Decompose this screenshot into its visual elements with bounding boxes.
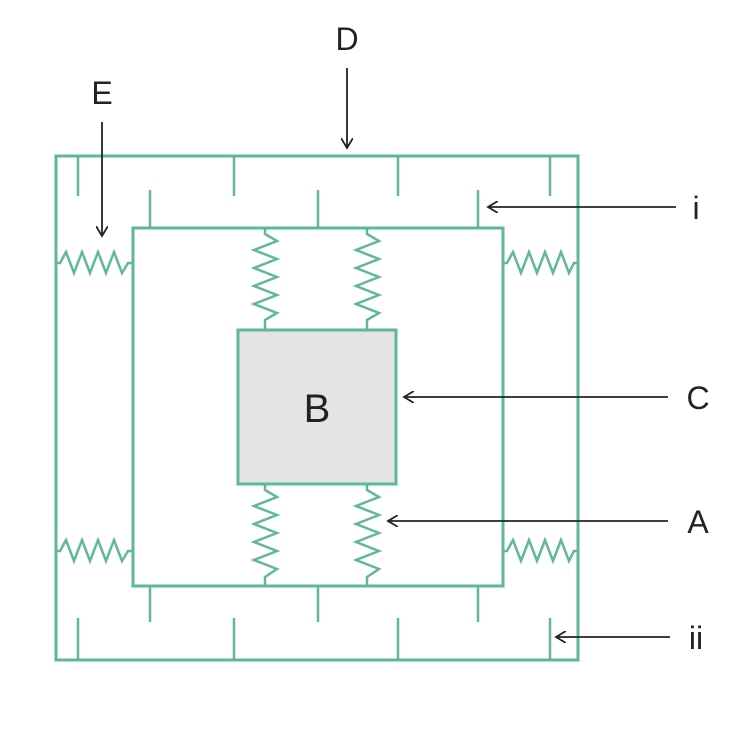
inner-top-ticks xyxy=(148,190,480,228)
outer-bottom-ticks xyxy=(76,618,552,660)
outer-frame xyxy=(54,154,580,662)
spring-bottom-left xyxy=(250,484,281,586)
mass-b xyxy=(236,328,398,486)
spring-right-bottom xyxy=(503,536,578,565)
outer-top-ticks xyxy=(76,156,552,196)
label-i: i xyxy=(692,190,699,226)
spring-left-bottom xyxy=(56,536,133,565)
spring-right-top xyxy=(503,248,578,277)
label-ii: ii xyxy=(689,620,703,656)
label-d: D xyxy=(335,21,358,57)
label-e: E xyxy=(91,75,112,111)
spring-top-left xyxy=(250,228,281,330)
label-a: A xyxy=(687,504,709,540)
spring-left-top xyxy=(56,248,133,277)
spring-top-right xyxy=(352,228,383,330)
label-c: C xyxy=(686,380,709,416)
inner-bottom-ticks xyxy=(148,586,480,622)
spring-bottom-right xyxy=(352,484,383,586)
mass-b-label: B xyxy=(304,387,331,431)
